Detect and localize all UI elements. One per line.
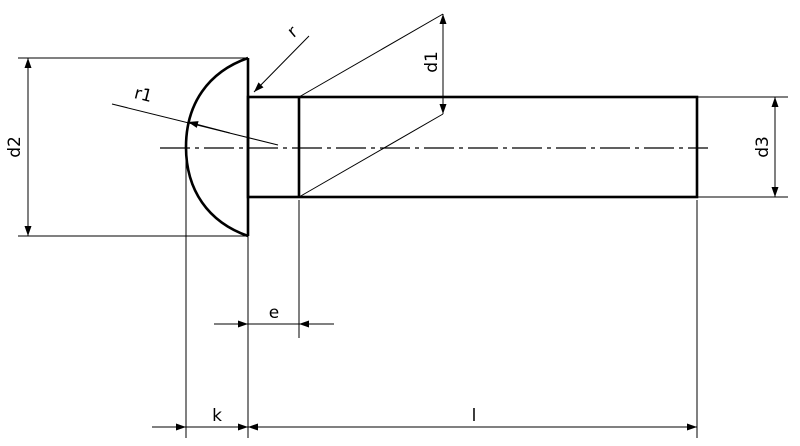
r1-leader	[111, 103, 279, 146]
d1-extension-top	[298, 13, 444, 98]
rivet-shank	[246, 95, 699, 199]
k-label: k	[212, 406, 222, 426]
r-label: r	[284, 22, 302, 42]
d3-label: d3	[753, 136, 773, 158]
rivet-head	[184, 56, 249, 238]
r1-label: r1	[132, 83, 154, 107]
d2-label: d2	[5, 136, 25, 158]
d1-label: d1	[422, 51, 442, 73]
l-label: l	[472, 406, 477, 426]
r1-arrow	[187, 121, 231, 134]
r-leader	[253, 35, 310, 93]
d1-extension-bottom	[298, 113, 444, 198]
e-label: e	[269, 303, 279, 323]
